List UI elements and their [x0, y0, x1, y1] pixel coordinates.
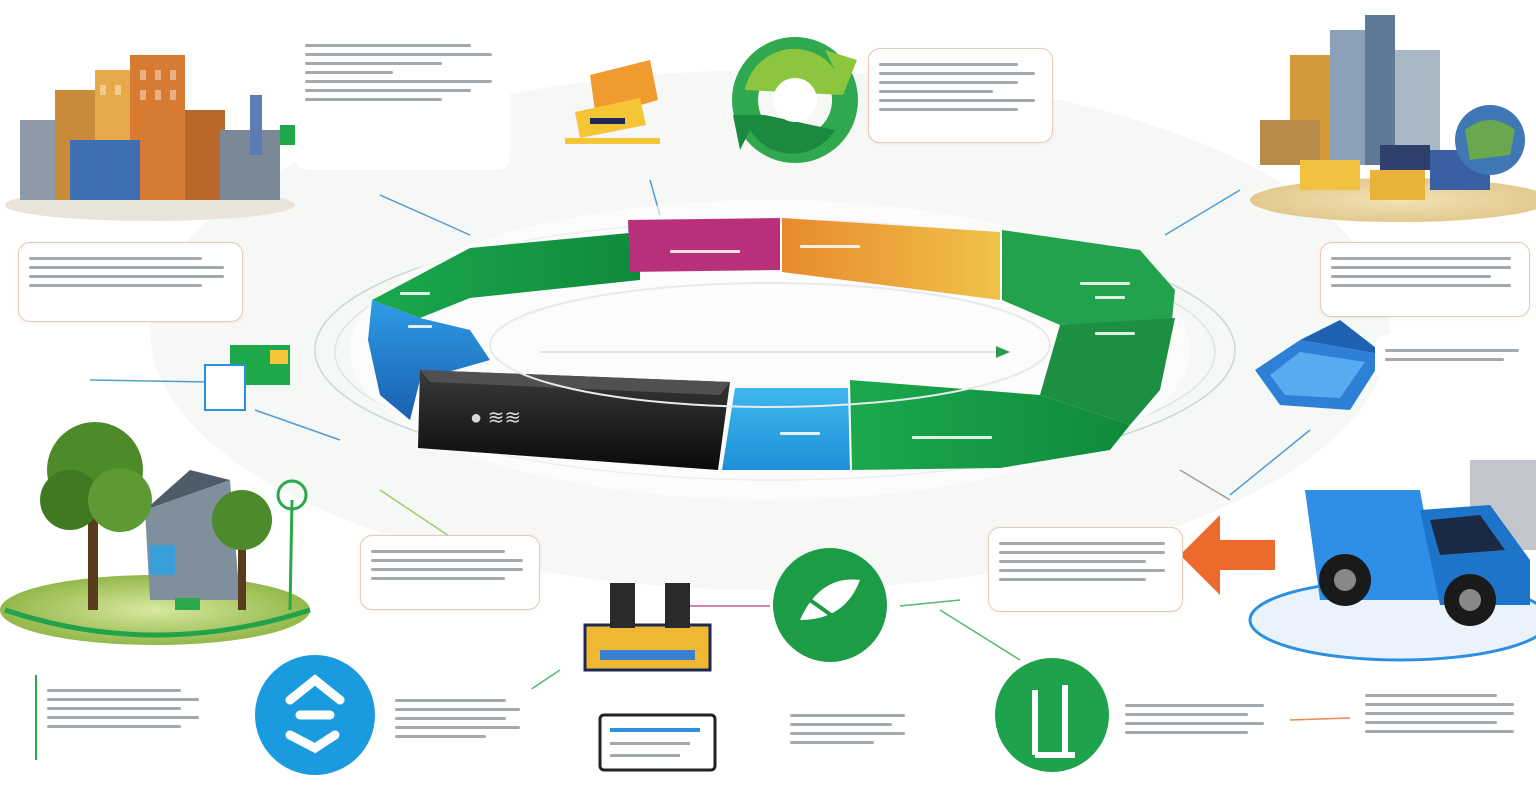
document-icon — [598, 713, 717, 772]
callout-bottom-left — [35, 675, 215, 760]
callout-bottom-leaf — [780, 700, 920, 760]
ring-segment-green-top-right — [1002, 230, 1175, 325]
ring-segment-green-right — [1040, 318, 1175, 425]
blue-bin-icon — [1255, 320, 1385, 410]
warehouse-city-icon — [1250, 15, 1536, 222]
ring-segment-blue-bottom — [722, 388, 850, 470]
ring-segment-green-bottom-right — [850, 380, 1130, 470]
yellow-package-icon — [565, 60, 660, 144]
callout-bottom-right — [1355, 680, 1530, 770]
ring-segment-green-top-left — [372, 232, 640, 318]
tree-house-icon — [0, 422, 311, 645]
city-buildings-icon — [5, 55, 295, 221]
ring-segment-blue-left — [368, 300, 490, 420]
callout-bottom-plant — [1115, 690, 1280, 770]
recycle-loop-icon — [732, 37, 858, 163]
ring-segment-magenta-top — [628, 218, 780, 272]
ring-segment-orange-top — [782, 218, 1000, 300]
callout-left-upper — [18, 242, 243, 322]
battery-icon — [583, 583, 712, 672]
svg-text:● ≋≋: ● ≋≋ — [470, 407, 521, 429]
callout-left-middle — [360, 535, 540, 610]
callout-top-center-left — [295, 30, 510, 170]
plant-circle-icon — [995, 658, 1109, 772]
orange-arrow-icon — [1180, 515, 1275, 595]
small-truck-icon — [204, 345, 290, 411]
callout-right-lower — [988, 527, 1183, 612]
callout-right-middle — [1375, 335, 1535, 380]
recycle-circle-icon — [255, 655, 375, 775]
central-ring: ● ≋≋ — [350, 200, 1190, 500]
delivery-truck-icon — [1248, 460, 1536, 662]
wind-turbine-icon — [276, 479, 308, 611]
leaf-circle-icon — [773, 548, 887, 662]
ring-segment-black-bottom — [418, 370, 730, 470]
callout-bottom-recycle — [385, 685, 535, 765]
callout-top-right-of-recycle — [868, 48, 1053, 143]
callout-right-upper — [1320, 242, 1530, 317]
